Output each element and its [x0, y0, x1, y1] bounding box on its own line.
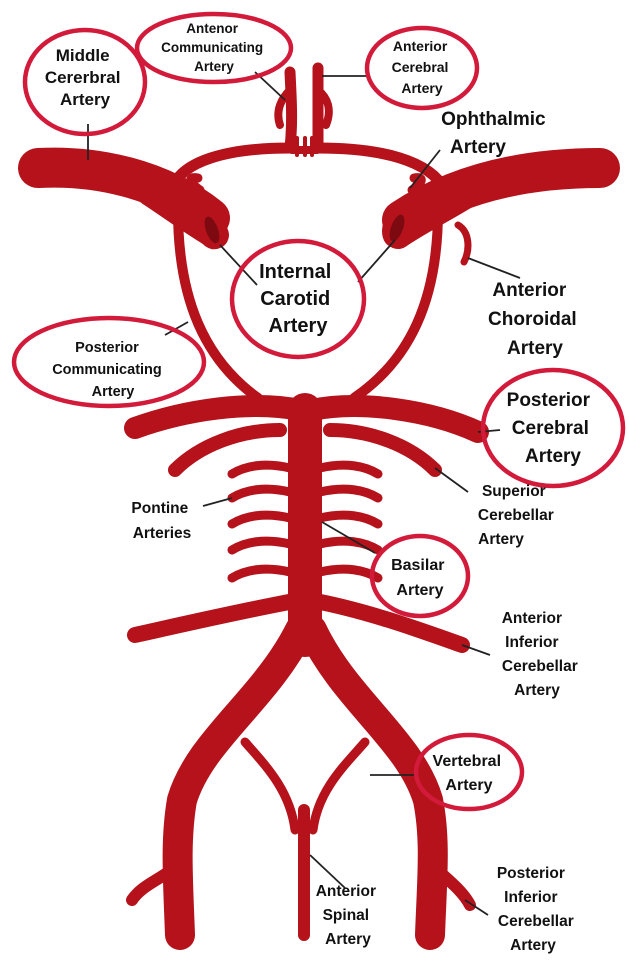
anterior-spinal-right — [313, 742, 365, 830]
pontine-right-5 — [320, 569, 378, 578]
pontine-left-5 — [232, 569, 290, 578]
artery-network — [38, 68, 600, 935]
leader-internal-carotid-left — [220, 245, 257, 285]
pontine-left-4 — [232, 541, 290, 550]
leader-anterior-choroidal — [468, 258, 520, 278]
label-anterior-choroidal: Anterior Choroidal Artery — [488, 280, 582, 359]
label-posterior-cerebral: Posterior Cerebral Artery — [507, 390, 596, 467]
anterior-choroidal-branch — [458, 225, 468, 262]
circle-basilar — [372, 536, 468, 616]
label-aica: Anterior Inferior Cerebellar Artery — [502, 610, 582, 699]
label-anterior-spinal: Anterior Spinal Artery — [316, 883, 381, 948]
aica-left — [135, 600, 300, 635]
pontine-right-3 — [320, 515, 378, 524]
pontine-left-3 — [232, 515, 290, 524]
label-ophthalmic: Ophthalmic Artery — [441, 109, 551, 158]
leader-superior-cerebellar — [435, 468, 468, 492]
pontine-right-2 — [320, 489, 378, 498]
ophthalmic-branch-left — [191, 178, 200, 190]
label-pica: Posterior Inferior Cerebellar Artery — [497, 865, 578, 954]
anterior-spinal-left — [245, 742, 295, 830]
label-anterior-communicating: Antenor Communicating Artery — [161, 21, 267, 74]
label-pontine: Pontine Arteries — [131, 500, 192, 542]
label-basilar: Basilar Artery — [391, 557, 449, 599]
label-vertebral: Vertebral Artery — [433, 753, 506, 794]
pontine-left-2 — [232, 489, 290, 498]
label-superior-cerebellar: Superior Cerebellar Artery — [478, 483, 558, 548]
label-anterior-cerebral: Anterior Cerebral Artery — [392, 38, 453, 96]
leader-internal-carotid-right — [358, 240, 395, 282]
pontine-left-1 — [232, 465, 290, 474]
leader-pontine — [203, 498, 232, 506]
label-posterior-communicating: Posterior Communicating Artery — [52, 340, 166, 400]
label-middle-cerebral: Middle Cererbral Artery — [45, 46, 125, 109]
pontine-right-1 — [320, 465, 378, 474]
label-internal-carotid: Internal Carotid Artery — [259, 261, 337, 337]
